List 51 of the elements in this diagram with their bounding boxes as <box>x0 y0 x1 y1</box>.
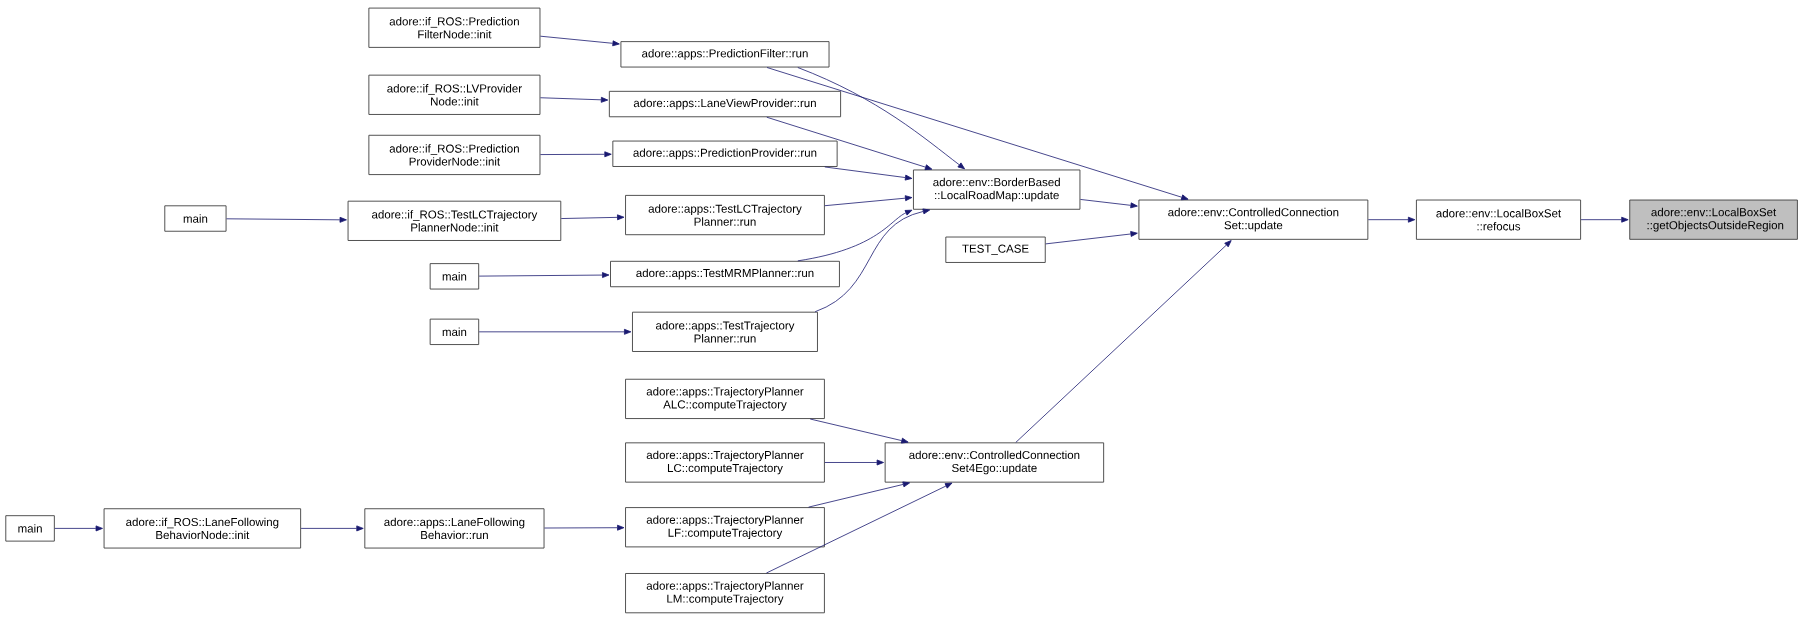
arrow <box>766 67 1189 201</box>
arrow <box>560 214 625 221</box>
arrow <box>824 166 913 181</box>
function-box: adore::apps::LaneFollowing Behavior::run <box>364 508 545 549</box>
arrow <box>1045 231 1138 245</box>
function-box-highlighted: adore::env::LocalBoxSet ::getObjectsOutsideRegion <box>1629 199 1798 240</box>
arrow <box>808 481 911 508</box>
function-box: adore::apps::TrajectoryPlanner LM::computeTrajectory <box>625 573 825 614</box>
arrow <box>797 67 965 170</box>
arrow <box>797 209 913 262</box>
arrow <box>478 328 632 335</box>
arrow <box>809 418 909 444</box>
function-box: adore::apps::TrajectoryPlanner LC::computeTrajectory <box>625 442 825 483</box>
arrow <box>544 524 625 531</box>
function-box: adore::env::BorderBased ::LocalRoadMap::update <box>913 169 1081 210</box>
arrow <box>1015 240 1232 443</box>
function-box: adore::apps::PredictionFilter::run <box>620 41 830 68</box>
arrow <box>1080 199 1138 209</box>
function-box: TEST_CASE <box>945 236 1046 263</box>
arrow <box>54 525 103 532</box>
function-box: main <box>429 263 480 290</box>
arrow <box>540 96 609 103</box>
arrow <box>766 482 953 574</box>
function-box: adore::if_ROS::TestLCTrajectory PlannerNode::init <box>347 200 562 241</box>
function-box: main <box>429 318 480 345</box>
function-box: adore::env::LocalBoxSet ::refocus <box>1415 199 1582 240</box>
arrow <box>540 35 620 47</box>
function-box: adore::apps::LaneViewProvider::run <box>608 90 842 118</box>
function-box: main <box>164 205 227 232</box>
function-box: adore::env::ControlledConnection Set4Ego::update <box>884 442 1105 483</box>
function-box: adore::apps::TestLCTrajectory Planner::run <box>625 194 825 236</box>
function-box: adore::apps::TrajectoryPlanner LF::computeTrajectory <box>625 507 825 548</box>
arrow <box>814 208 931 313</box>
arrow <box>478 272 610 278</box>
function-box: adore::env::ControlledConnection Set::update <box>1138 199 1369 240</box>
arrow <box>226 216 347 223</box>
arrow <box>300 525 364 532</box>
arrow <box>1580 216 1629 223</box>
function-box: adore::apps::TrajectoryPlanner ALC::computeTrajectory <box>625 378 825 419</box>
function-box: adore::if_ROS::Prediction ProviderNode::init <box>368 134 541 176</box>
function-box: adore::apps::TestMRMPlanner::run <box>610 260 840 288</box>
function-box: adore::if_ROS::Prediction FilterNode::init <box>368 7 541 48</box>
function-box: adore::if_ROS::LVProvider Node::init <box>368 74 541 115</box>
function-box: adore::if_ROS::LaneFollowing BehaviorNode::init <box>103 508 302 549</box>
function-box: adore::apps::PredictionProvider::run <box>612 140 838 167</box>
arrow <box>540 151 612 158</box>
arrow <box>824 459 884 466</box>
arrow <box>1367 216 1416 223</box>
function-box: main <box>5 515 55 542</box>
arrow <box>824 195 913 207</box>
function-box: adore::apps::TestTrajectory Planner::run <box>632 311 818 352</box>
